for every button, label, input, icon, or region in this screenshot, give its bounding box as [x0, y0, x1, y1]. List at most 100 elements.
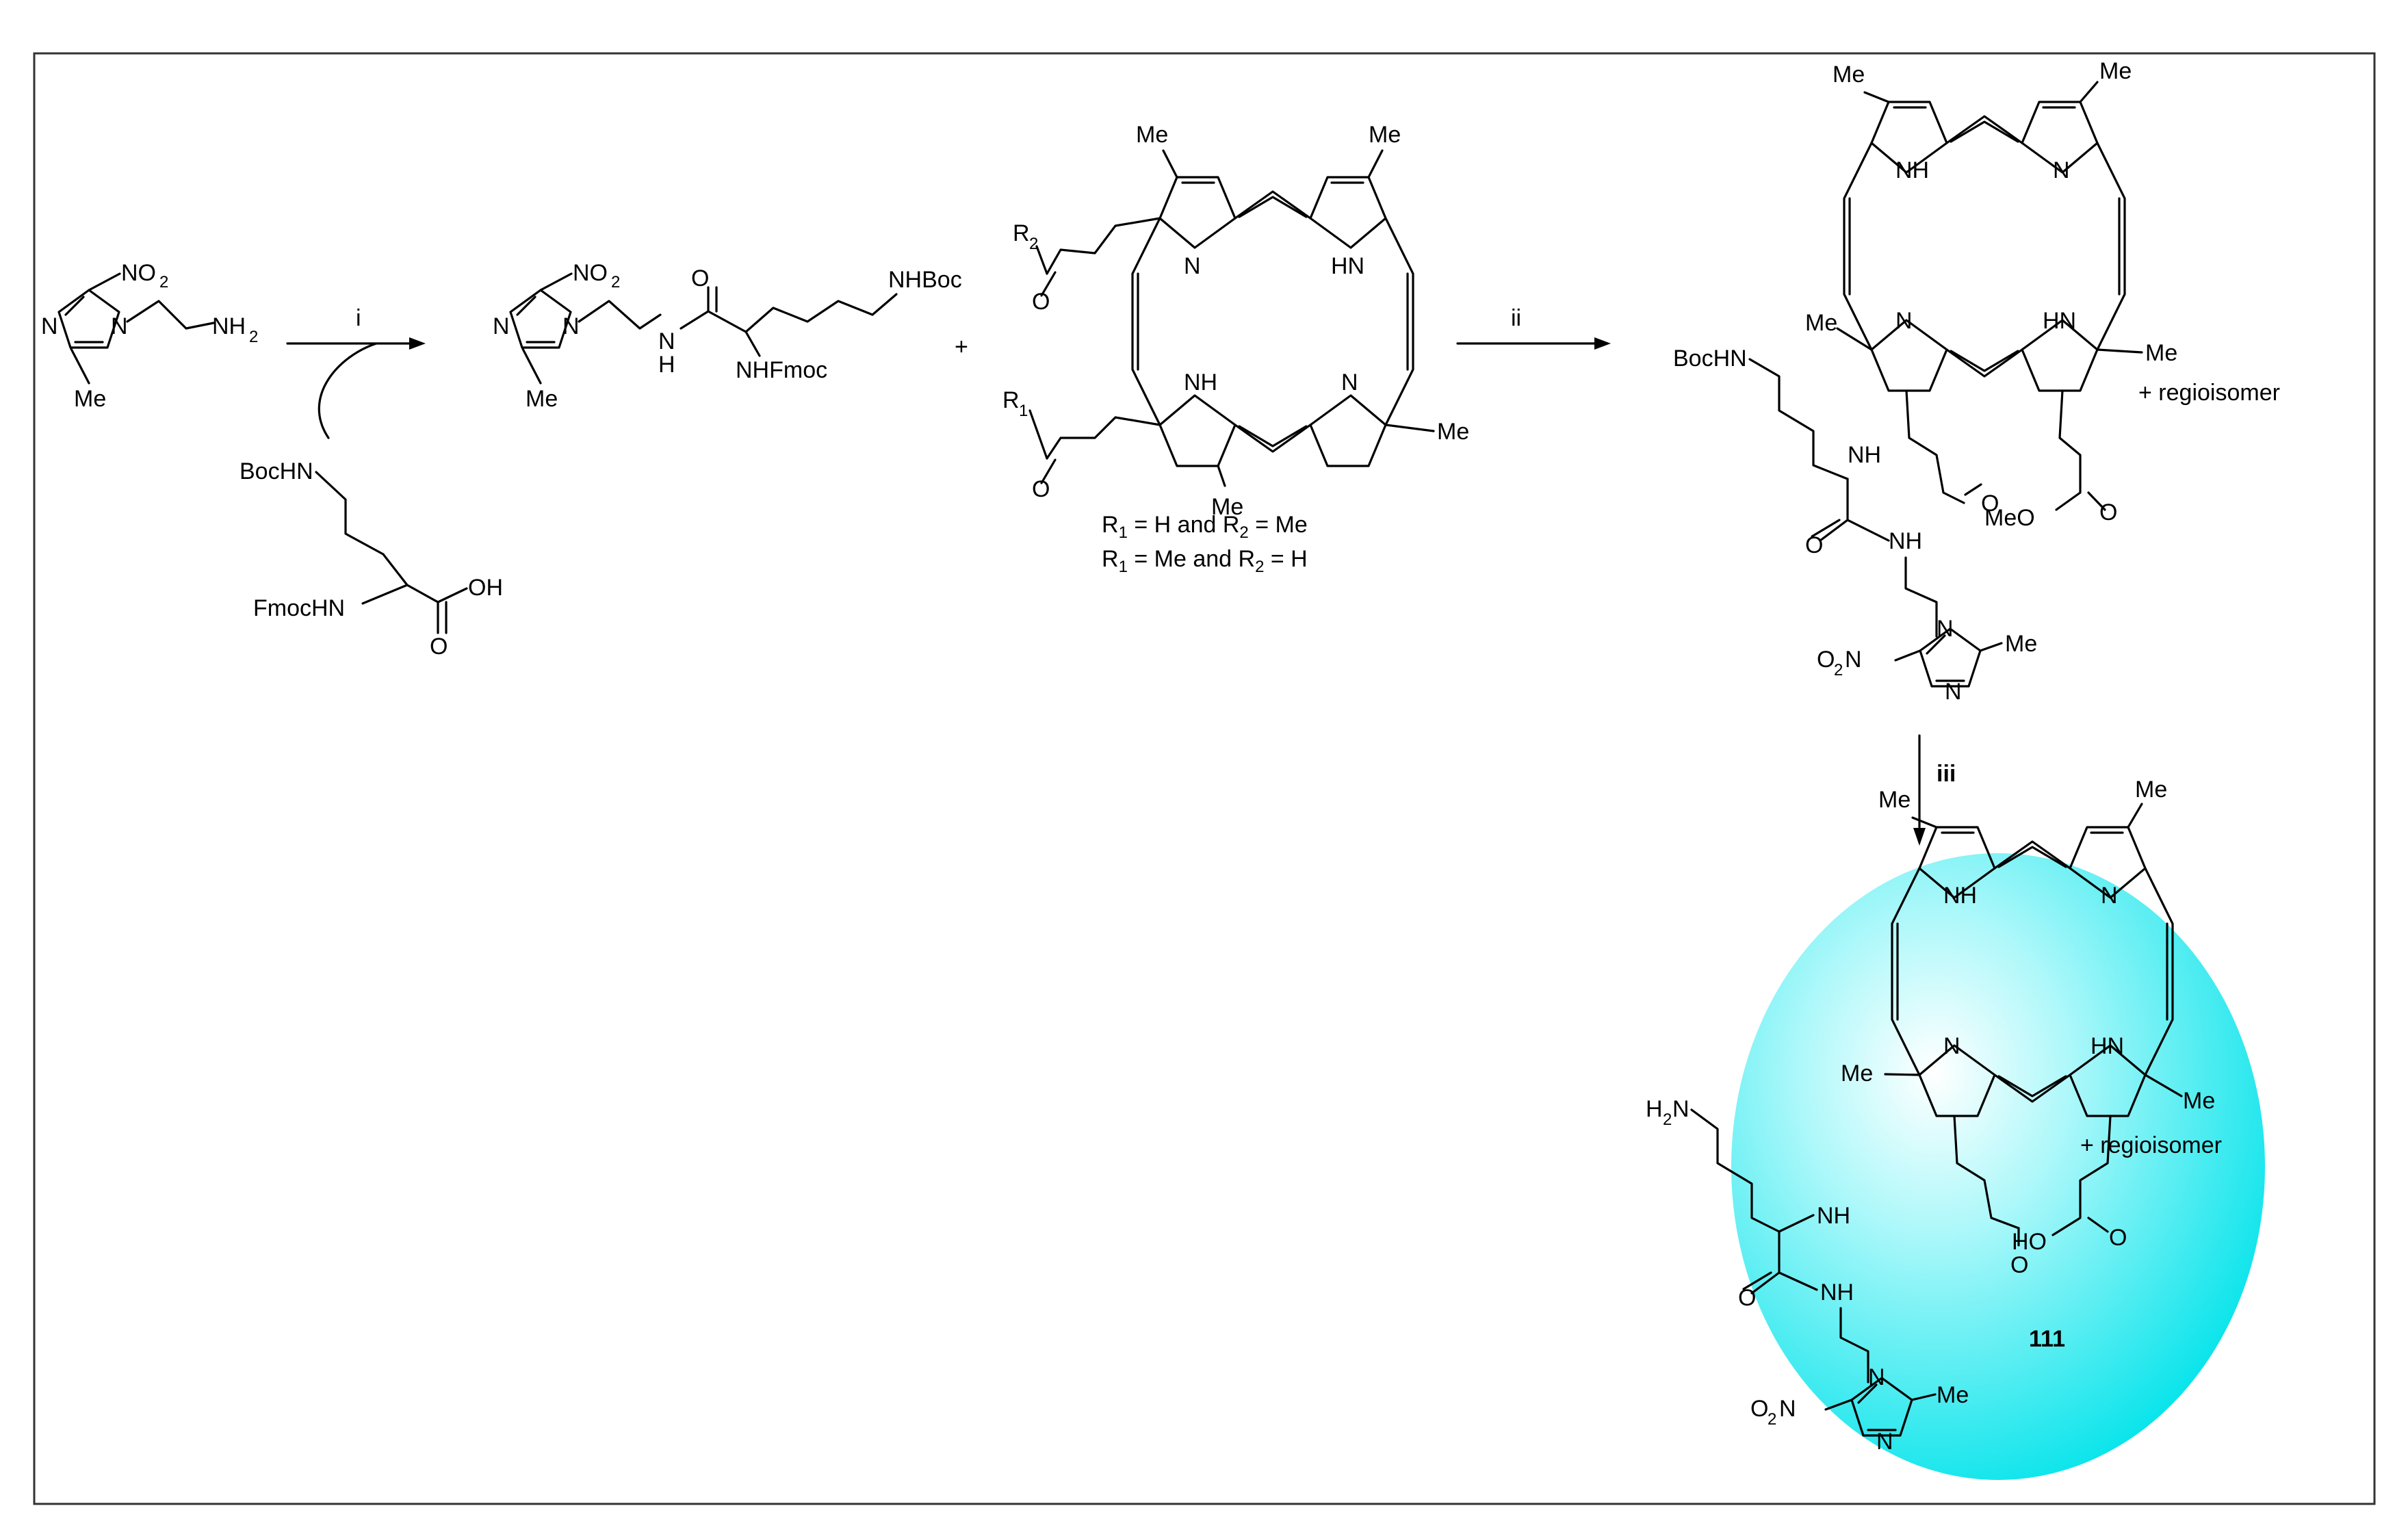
svg-text:R: R [1002, 387, 1020, 413]
svg-text:O: O [2099, 499, 2117, 525]
svg-text:O: O [1805, 532, 1823, 558]
svg-text:NH: NH [1895, 157, 1929, 183]
svg-text:O: O [1032, 476, 1050, 502]
svg-text:NH: NH [1820, 1279, 1854, 1305]
svg-text:Me: Me [1805, 310, 1837, 336]
svg-text:N: N [562, 313, 580, 339]
svg-text:H: H [658, 352, 675, 378]
svg-text:O: O [430, 634, 448, 660]
boc-porphyrin-conjugate: NH N N HN Me Me Me Me O O MeO + regioiso… [1673, 58, 2280, 705]
final-product-111: NH N N HN Me Me Me Me O O HO + regioisom… [1646, 777, 2265, 1480]
svg-text:2: 2 [1768, 1410, 1776, 1429]
scheme-frame [33, 52, 2376, 1505]
step-ii-label: ii [1511, 305, 1521, 331]
svg-text:Me: Me [1937, 1382, 1969, 1408]
svg-text:N: N [111, 313, 128, 339]
svg-text:OH: OH [468, 575, 503, 601]
svg-text:NO: NO [573, 260, 608, 286]
svg-text:O: O [1981, 491, 1999, 517]
svg-text:Me: Me [2135, 777, 2167, 803]
svg-text:Me: Me [1369, 122, 1401, 148]
svg-text:Me: Me [2183, 1088, 2215, 1114]
regioisomer-label-1: + regioisomer [2138, 380, 2280, 406]
svg-text:N: N [658, 328, 675, 354]
svg-text:N: N [1779, 1396, 1796, 1422]
svg-text:Me: Me [526, 386, 558, 412]
svg-text:Me: Me [1136, 122, 1168, 148]
svg-text:NHBoc: NHBoc [888, 267, 962, 293]
svg-text:HN: HN [2043, 308, 2076, 334]
svg-text:2: 2 [611, 273, 620, 291]
svg-text:NH: NH [1817, 1203, 1850, 1229]
svg-text:O: O [1750, 1396, 1768, 1422]
svg-text:N: N [1672, 1096, 1690, 1122]
svg-text:N: N [1937, 616, 1954, 642]
porphyrin-starting-material: N HN NH N Me Me Me Me O R 2 O R 1 [1002, 122, 1469, 520]
svg-text:FmocHN: FmocHN [253, 595, 345, 621]
svg-text:N: N [2053, 157, 2070, 183]
svg-text:2: 2 [249, 328, 258, 346]
nitroimidazole-ethylamine: NO 2 N N Me NH 2 [41, 260, 258, 412]
step-i-label: i [356, 305, 361, 331]
svg-text:NH: NH [1889, 528, 1922, 554]
svg-text:O: O [1817, 647, 1835, 673]
svg-text:N: N [493, 313, 510, 339]
svg-text:MeO: MeO [1984, 505, 2035, 531]
svg-text:Me: Me [1841, 1061, 1873, 1087]
svg-text:N: N [1845, 647, 1862, 673]
svg-text:2: 2 [1029, 235, 1038, 253]
arrow-step-i: i [286, 305, 426, 439]
svg-text:R1 = H and R2 = Me: R1 = H and R2 = Me [1102, 512, 1308, 542]
svg-text:BocHN: BocHN [239, 458, 313, 484]
svg-text:Me: Me [2005, 631, 2037, 657]
svg-text:O: O [1032, 289, 1050, 315]
svg-text:R1 = Me and R2 = H: R1 = Me and R2 = H [1102, 546, 1308, 576]
amide-intermediate: NO 2 N N Me N H O NHBoc NHFmoc [493, 260, 962, 412]
svg-text:2: 2 [159, 273, 168, 291]
svg-text:N: N [1184, 253, 1201, 279]
svg-text:N: N [1895, 308, 1913, 334]
svg-text:HN: HN [1331, 253, 1364, 279]
svg-text:N: N [1945, 679, 1962, 705]
svg-text:N: N [1341, 369, 1358, 395]
svg-text:O: O [2109, 1225, 2127, 1251]
svg-text:Me: Me [2099, 58, 2132, 84]
svg-text:H: H [1646, 1096, 1663, 1122]
svg-text:O: O [691, 265, 709, 291]
substituent-conditions: R1 = H and R2 = Me R1 = Me and R2 = H [1102, 512, 1308, 576]
svg-text:N: N [41, 313, 58, 339]
svg-text:Me: Me [1833, 62, 1865, 88]
svg-text:O: O [1738, 1285, 1756, 1311]
step-iii-label: iii [1937, 761, 1956, 787]
svg-text:NHFmoc: NHFmoc [736, 357, 827, 383]
svg-text:N: N [1876, 1429, 1893, 1455]
plus-sign: + [955, 334, 968, 360]
arrow-step-ii: ii [1456, 305, 1611, 350]
arrow-step-iii: iii [1913, 734, 1956, 846]
svg-text:HN: HN [2090, 1033, 2124, 1059]
boc-fmoc-lysine: BocHN FmocHN O OH [239, 458, 503, 660]
svg-text:NH: NH [1184, 369, 1217, 395]
svg-text:O: O [2010, 1252, 2028, 1278]
svg-text:1: 1 [1019, 402, 1028, 420]
svg-text:Me: Me [1211, 494, 1243, 520]
svg-text:HO: HO [2012, 1229, 2047, 1255]
svg-text:Me: Me [74, 386, 106, 412]
regioisomer-label-2: + regioisomer [2080, 1132, 2222, 1158]
svg-text:NH: NH [1943, 883, 1977, 909]
svg-text:NH: NH [212, 313, 246, 339]
svg-text:BocHN: BocHN [1673, 346, 1747, 372]
svg-text:NH: NH [1848, 442, 1881, 468]
svg-text:Me: Me [1437, 419, 1469, 445]
svg-text:N: N [1868, 1364, 1885, 1390]
svg-text:N: N [1943, 1033, 1960, 1059]
highlight-sphere [1731, 853, 2265, 1480]
svg-text:R: R [1013, 220, 1030, 246]
svg-text:2: 2 [1834, 661, 1843, 679]
svg-text:N: N [2101, 883, 2118, 909]
compound-number: 111 [2029, 1326, 2065, 1352]
svg-text:Me: Me [1878, 787, 1911, 813]
nitro-label: NO [121, 260, 156, 286]
svg-text:2: 2 [1663, 1110, 1672, 1129]
